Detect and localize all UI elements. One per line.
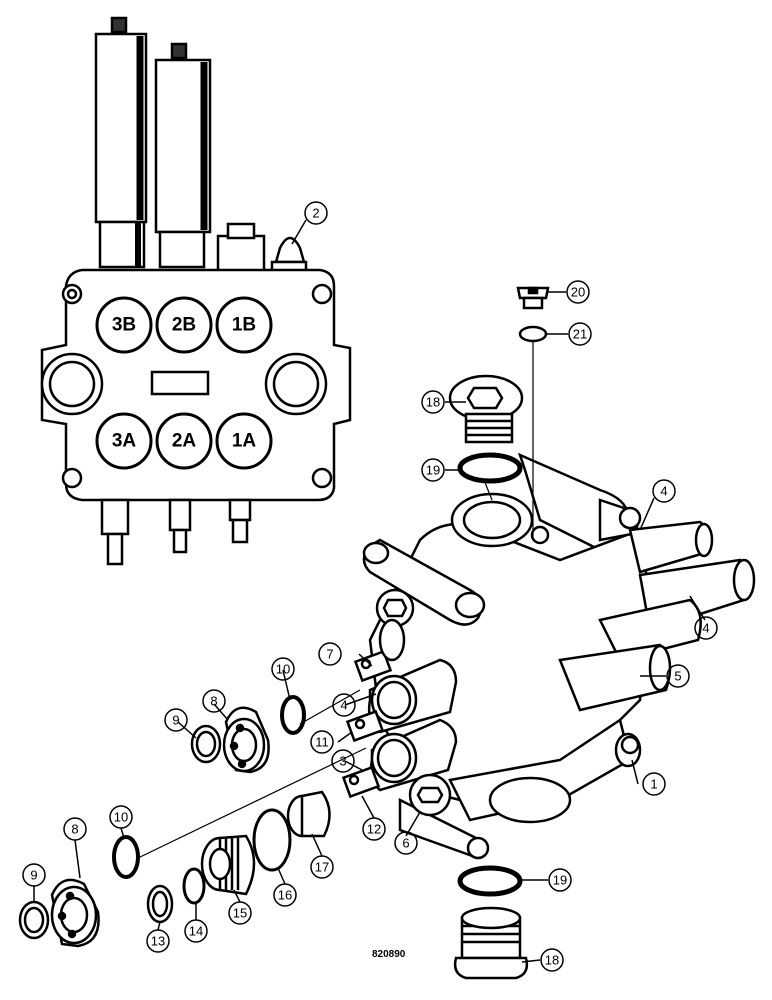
- port-labels: [95, 296, 273, 470]
- port-label-1b: 1B: [232, 315, 256, 336]
- port-label-2a: 2A: [172, 431, 197, 452]
- callout-4: 4: [702, 621, 709, 636]
- callout-8: 8: [210, 694, 217, 709]
- port-1b: [215, 296, 273, 354]
- callout-1-circle: [642, 772, 666, 796]
- bottom-spools: [100, 498, 252, 566]
- small-valve-fitting: [216, 222, 266, 274]
- callout-4: 4: [660, 484, 667, 499]
- callout-9-circle: [164, 708, 188, 732]
- callout-2-circle: [304, 201, 328, 225]
- solenoid-middle: [154, 42, 212, 269]
- callout-7: 7: [326, 647, 333, 662]
- bottom-plug-assembly: [453, 865, 529, 980]
- valve-front-view: [40, 16, 352, 566]
- callouts: [22, 201, 718, 972]
- callout-9-circle: [22, 863, 46, 887]
- port-2b: [155, 296, 213, 354]
- callout-7-circle: [318, 642, 342, 666]
- callout-11: 11: [315, 735, 329, 750]
- callout-8: 8: [71, 822, 78, 837]
- callout-1: 1: [650, 777, 657, 792]
- callout-10: 10: [276, 662, 290, 677]
- port-3b: [95, 296, 153, 354]
- callout-14-circle: [184, 919, 208, 943]
- callout-21-circle: [568, 322, 592, 346]
- callout-18: 18: [426, 395, 440, 410]
- callout-2: 2: [312, 206, 319, 221]
- valve-body-exploded: [341, 452, 756, 860]
- callout-18-circle: [421, 390, 445, 414]
- bleed-screw: [270, 236, 308, 274]
- callout-10: 10: [114, 810, 128, 825]
- callout-5-circle: [666, 664, 690, 688]
- callout-4: 4: [340, 698, 347, 713]
- callout-12-circle: [362, 817, 386, 841]
- callout-17: 17: [315, 860, 329, 875]
- callout-4-circle: [652, 479, 676, 503]
- callout-15: 15: [233, 906, 247, 921]
- callout-6: 6: [402, 836, 409, 851]
- callout-21: 21: [573, 327, 587, 342]
- callout-4-circle: [332, 693, 356, 717]
- callout-3: 3: [339, 754, 346, 769]
- callout-15-circle: [228, 901, 252, 925]
- callout-16-circle: [273, 883, 297, 907]
- callout-18: 18: [545, 953, 559, 968]
- callout-20: 20: [571, 285, 585, 300]
- callout-9: 9: [172, 713, 179, 728]
- port-label-2b: 2B: [172, 315, 196, 336]
- callout-5: 5: [674, 669, 681, 684]
- callout-19-circle: [548, 868, 572, 892]
- port-2a: [155, 412, 213, 470]
- port-label-1a: 1A: [232, 431, 257, 452]
- figure-id: 820890: [372, 949, 406, 960]
- callout-19-circle: [421, 458, 445, 482]
- callout-11-circle: [310, 730, 334, 754]
- port-label-3a: 3A: [112, 431, 137, 452]
- callout-17-circle: [310, 855, 334, 879]
- port-1a: [215, 412, 273, 470]
- solenoid-left: [94, 16, 148, 269]
- callout-4-circle: [694, 616, 718, 640]
- callout-14: 14: [189, 924, 203, 939]
- callout-19: 19: [426, 463, 440, 478]
- port-3a: [95, 412, 153, 470]
- callout-10-circle: [109, 805, 133, 829]
- top-plug-assembly: [448, 286, 550, 540]
- port-label-3b: 3B: [112, 315, 136, 336]
- callout-12: 12: [367, 822, 381, 837]
- callout-13-circle: [146, 929, 170, 953]
- callout-8-circle: [63, 817, 87, 841]
- callout-9: 9: [30, 868, 37, 883]
- callout-3-circle: [331, 749, 355, 773]
- callout-8-circle: [202, 689, 226, 713]
- callout-13: 13: [151, 934, 165, 949]
- callout-6-circle: [394, 831, 418, 855]
- callout-10-circle: [271, 657, 295, 681]
- callout-16: 16: [278, 888, 292, 903]
- callout-18-circle: [540, 948, 564, 972]
- callout-19: 19: [553, 873, 567, 888]
- callout-20-circle: [566, 280, 590, 304]
- seal-parts: [18, 689, 367, 948]
